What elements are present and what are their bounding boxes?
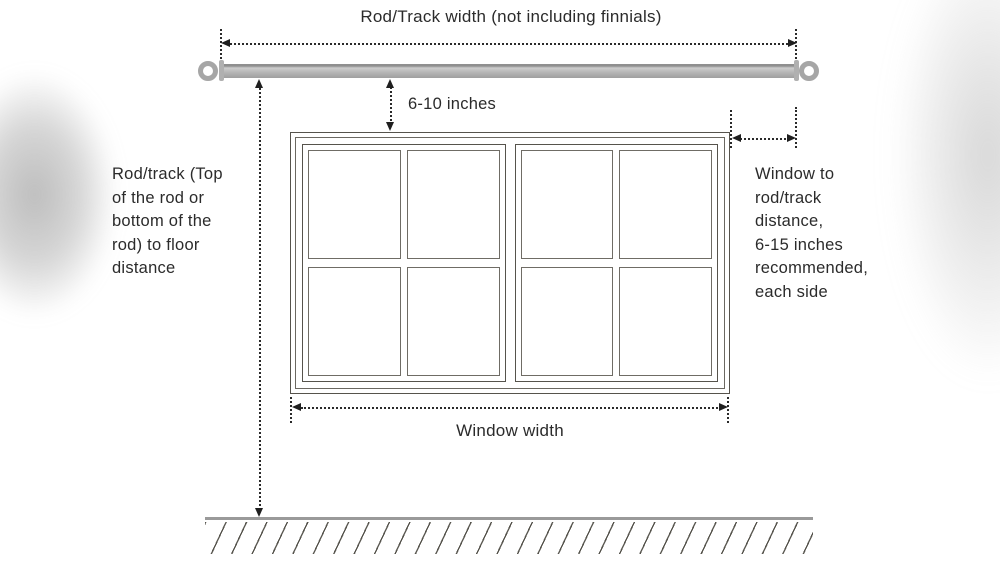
window-width-label: Window width	[456, 421, 564, 440]
measure-tick-rod-end	[795, 107, 797, 148]
rod-gap-label: 6-10 inches	[408, 95, 497, 113]
arrowhead-left-icon	[292, 403, 301, 411]
rod-endcap-right	[794, 60, 799, 81]
arrowhead-down-icon	[255, 508, 263, 517]
measure-line-rod-to-floor	[259, 84, 261, 510]
arrowhead-up-icon	[255, 79, 263, 88]
background-smudge-left	[0, 72, 117, 317]
window-frame	[290, 132, 730, 394]
window-pane	[308, 267, 401, 376]
arrowhead-left-icon	[732, 134, 741, 142]
arrowhead-down-icon	[386, 122, 394, 131]
measure-line-window-width	[301, 407, 721, 409]
window-sash-left	[302, 144, 506, 382]
window-frame-inner-line	[295, 137, 725, 389]
measure-tick-window-right	[727, 397, 729, 423]
finial-ring-right-icon	[799, 61, 819, 81]
window-pane	[308, 150, 401, 259]
window-pane	[619, 150, 712, 259]
measure-tick-window-left	[290, 397, 292, 423]
arrowhead-right-icon	[719, 403, 728, 411]
arrowhead-right-icon	[788, 39, 797, 47]
finial-ring-left-icon	[198, 61, 218, 81]
measure-line-window-to-rod	[740, 138, 790, 140]
window-sashes	[302, 144, 718, 382]
floor-hatching	[205, 522, 813, 554]
window-pane	[406, 267, 500, 376]
rod-endcap-left	[219, 60, 224, 81]
floor-line	[205, 517, 813, 520]
window-sash-right	[514, 144, 718, 382]
window-pane	[520, 267, 614, 376]
window-pane	[619, 267, 712, 376]
measure-tick-window-edge	[730, 110, 732, 148]
rod-track-width-label: Rod/Track width (not including finnials)	[360, 7, 662, 26]
arrowhead-right-icon	[787, 134, 796, 142]
measure-line-rod-gap	[390, 84, 392, 124]
rod-to-floor-label: Rod/track (Top of the rod or bottom of t…	[112, 165, 223, 277]
arrowhead-up-icon	[386, 79, 394, 88]
window-pane	[520, 150, 614, 259]
measure-line-rod-width	[230, 43, 788, 45]
curtain-rod	[222, 64, 796, 78]
arrowhead-left-icon	[221, 39, 230, 47]
window-to-rod-label: Window to rod/track distance, 6-15 inche…	[755, 165, 869, 301]
window-pane	[406, 150, 500, 259]
